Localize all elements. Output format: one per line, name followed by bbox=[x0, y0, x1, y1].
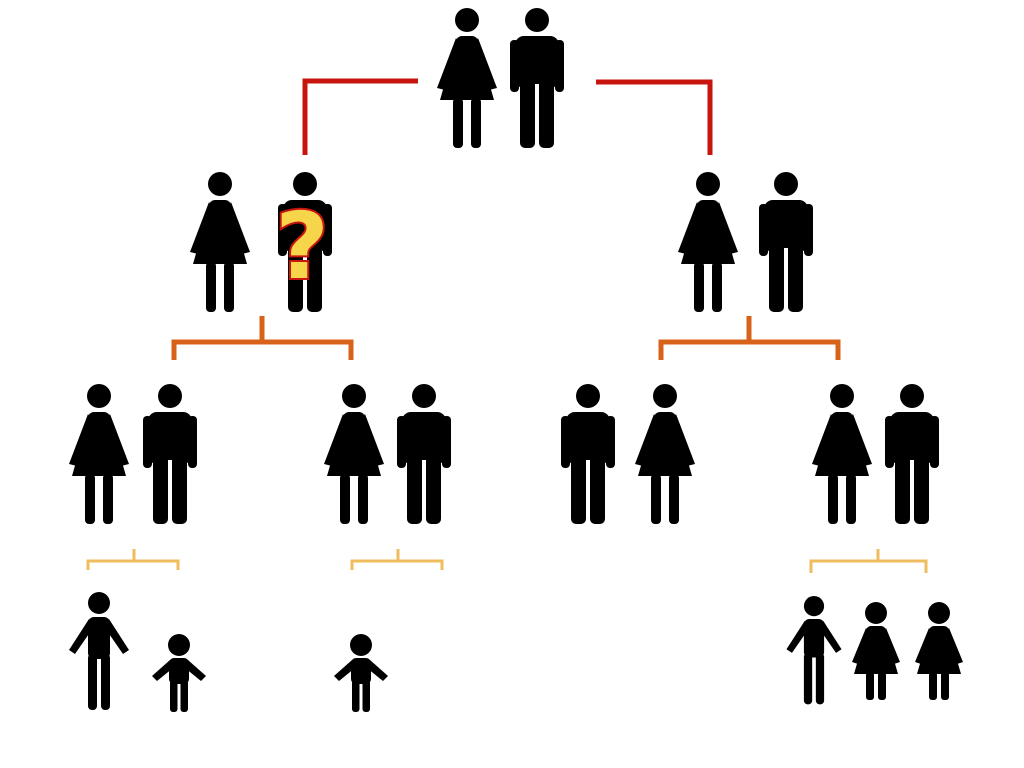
woman-icon bbox=[324, 384, 384, 524]
couple-right bbox=[678, 172, 813, 312]
couple-d bbox=[812, 384, 939, 524]
connector-left-bracket bbox=[171, 339, 354, 360]
son-icon bbox=[786, 596, 842, 705]
man-icon bbox=[143, 384, 197, 524]
son-icon bbox=[69, 592, 129, 710]
connector-generation-3 bbox=[86, 549, 928, 573]
man-icon bbox=[885, 384, 939, 524]
woman-icon bbox=[437, 8, 497, 148]
woman-icon bbox=[812, 384, 872, 524]
man-icon bbox=[510, 8, 564, 148]
woman-icon bbox=[635, 384, 695, 524]
couple-b bbox=[324, 384, 451, 524]
children-a bbox=[69, 592, 206, 712]
connector-left-branch bbox=[302, 78, 418, 155]
connector-right-branch bbox=[596, 79, 713, 155]
woman-icon bbox=[69, 384, 129, 524]
connector-b-bracket bbox=[350, 559, 444, 570]
man-icon bbox=[759, 172, 813, 312]
woman-icon bbox=[190, 172, 250, 312]
connector-a-bracket bbox=[86, 559, 180, 570]
girl-icon bbox=[852, 602, 900, 700]
man-icon bbox=[397, 384, 451, 524]
couple-a bbox=[69, 384, 197, 524]
connector-right-bracket bbox=[658, 339, 841, 360]
connector-generation-1 bbox=[302, 78, 713, 155]
children-b bbox=[334, 634, 388, 712]
children-d bbox=[786, 596, 963, 705]
connector-d-bracket bbox=[809, 559, 928, 573]
woman-icon bbox=[678, 172, 738, 312]
connector-generation-2 bbox=[171, 316, 841, 360]
couple-left: ? bbox=[190, 172, 332, 312]
question-mark-icon: ? bbox=[275, 193, 328, 300]
girl-icon bbox=[915, 602, 963, 700]
couple-c bbox=[561, 384, 695, 524]
couple-founders bbox=[437, 8, 564, 148]
child-icon bbox=[334, 634, 388, 712]
child-icon bbox=[152, 634, 206, 712]
man-icon bbox=[561, 384, 615, 524]
